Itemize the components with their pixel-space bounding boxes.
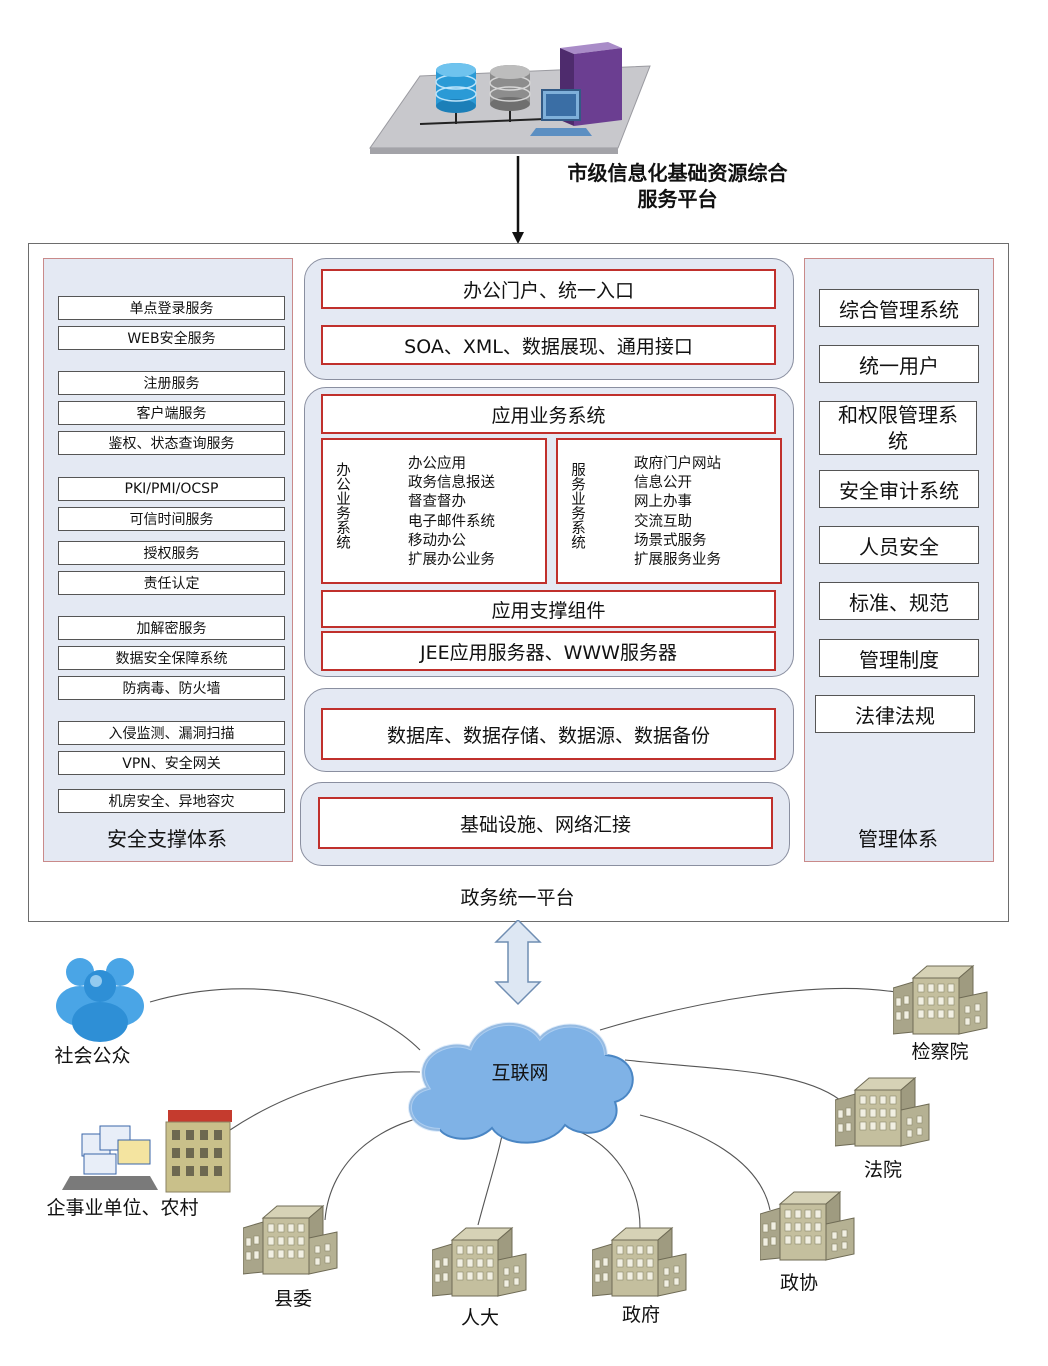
management-item: 人员安全 [819, 526, 979, 564]
security-service-item: 责任认定 [58, 571, 285, 595]
office-system-box [321, 438, 547, 584]
office-items: 办公应用 政务信息报送 督查督办 电子邮件系统 移动办公 扩展办公业务 [408, 455, 538, 570]
office-item: 政务信息报送 [408, 475, 495, 492]
app-system-box: 应用业务系统 [321, 394, 776, 434]
public-users-icon [50, 950, 150, 1042]
database-box: 数据库、数据存储、数据源、数据备份 [321, 708, 776, 760]
security-service-item: WEB安全服务 [58, 326, 285, 350]
security-service-item: 机房安全、异地容灾 [58, 789, 285, 813]
service-item: 政府门户网站 [634, 456, 721, 472]
building-icon-procuratorate [892, 958, 989, 1036]
node-enterprise: 企事业单位、农村 [46, 1196, 199, 1219]
node-public: 社会公众 [54, 1044, 131, 1067]
service-system-vertical-label: 服务业务系统 [569, 462, 585, 553]
security-service-item: 可信时间服务 [58, 507, 285, 531]
security-service-item: 授权服务 [58, 541, 285, 565]
security-panel-title: 安全支撑体系 [107, 826, 227, 851]
platform-title-line1: 市级信息化基础资源综合 [567, 161, 788, 185]
building-icon-court [834, 1070, 931, 1148]
network-lines [0, 918, 1048, 1360]
management-item: 法律法规 [815, 695, 975, 733]
security-service-item: 客户端服务 [58, 401, 285, 425]
node-county: 县委 [273, 1287, 312, 1310]
platform-label: 政务统一平台 [460, 886, 575, 909]
security-service-item: 单点登录服务 [58, 296, 285, 320]
service-item: 扩展服务业务 [634, 552, 721, 569]
node-npc: 人大 [460, 1306, 499, 1329]
platform-title-line2: 服务平台 [637, 187, 718, 211]
security-service-item: PKI/PMI/OCSP [58, 477, 285, 501]
security-service-item: VPN、安全网关 [58, 751, 285, 775]
jee-server-box: JEE应用服务器、WWW服务器 [321, 631, 776, 671]
security-service-item: 入侵监测、漏洞扫描 [58, 721, 285, 745]
security-service-item: 加解密服务 [58, 616, 285, 640]
management-item: 标准、规范 [819, 582, 979, 620]
service-item: 网上办事 [634, 494, 692, 511]
management-panel-title: 管理体系 [858, 826, 938, 851]
top-arrow [508, 156, 528, 246]
office-item: 督查督办 [408, 494, 466, 511]
server-platform-illustration [360, 36, 660, 156]
node-court: 法院 [863, 1158, 902, 1181]
management-item: 统一用户 [819, 345, 979, 383]
building-icon-gov [591, 1220, 688, 1298]
management-item: 综合管理系统 [819, 289, 979, 327]
portal-box: 办公门户、统一入口 [321, 269, 776, 309]
office-item: 扩展办公业务 [408, 552, 495, 569]
enterprise-icon [60, 1106, 235, 1194]
node-gov: 政府 [621, 1303, 660, 1326]
management-item: 安全审计系统 [819, 470, 979, 508]
security-service-item: 注册服务 [58, 371, 285, 395]
service-item: 场景式服务 [634, 532, 707, 549]
office-system-vertical-label: 办公业务系统 [334, 462, 350, 553]
building-icon-cppcc [759, 1184, 856, 1262]
infrastructure-box: 基础设施、网络汇接 [318, 797, 773, 849]
service-item: 交流互助 [634, 513, 692, 530]
internet-cloud-label: 互联网 [491, 1061, 549, 1084]
node-cppcc: 政协 [779, 1271, 818, 1294]
service-vertical-text: 服务业务系统 [569, 462, 585, 549]
soa-box: SOA、XML、数据展现、通用接口 [321, 325, 776, 365]
service-system-box [556, 438, 782, 584]
office-vertical-text: 办公业务系统 [334, 462, 350, 549]
platform-title: 市级信息化基础资源综合 服务平台 [545, 160, 810, 212]
management-item: 和权限管理系统 [819, 401, 977, 455]
building-icon-npc [431, 1220, 528, 1298]
management-item: 管理制度 [819, 639, 979, 677]
building-icon-county [242, 1198, 339, 1276]
office-item: 办公应用 [408, 456, 466, 472]
security-service-item: 防病毒、防火墙 [58, 676, 285, 700]
support-component-box: 应用支撑组件 [321, 590, 776, 628]
node-procuratorate: 检察院 [911, 1040, 969, 1063]
service-item: 信息公开 [634, 475, 692, 492]
office-item: 移动办公 [408, 532, 466, 549]
security-service-item: 鉴权、状态查询服务 [58, 431, 285, 455]
office-item: 电子邮件系统 [408, 513, 495, 530]
security-service-item: 数据安全保障系统 [58, 646, 285, 670]
service-items: 政府门户网站 信息公开 网上办事 交流互助 场景式服务 扩展服务业务 [634, 455, 774, 570]
